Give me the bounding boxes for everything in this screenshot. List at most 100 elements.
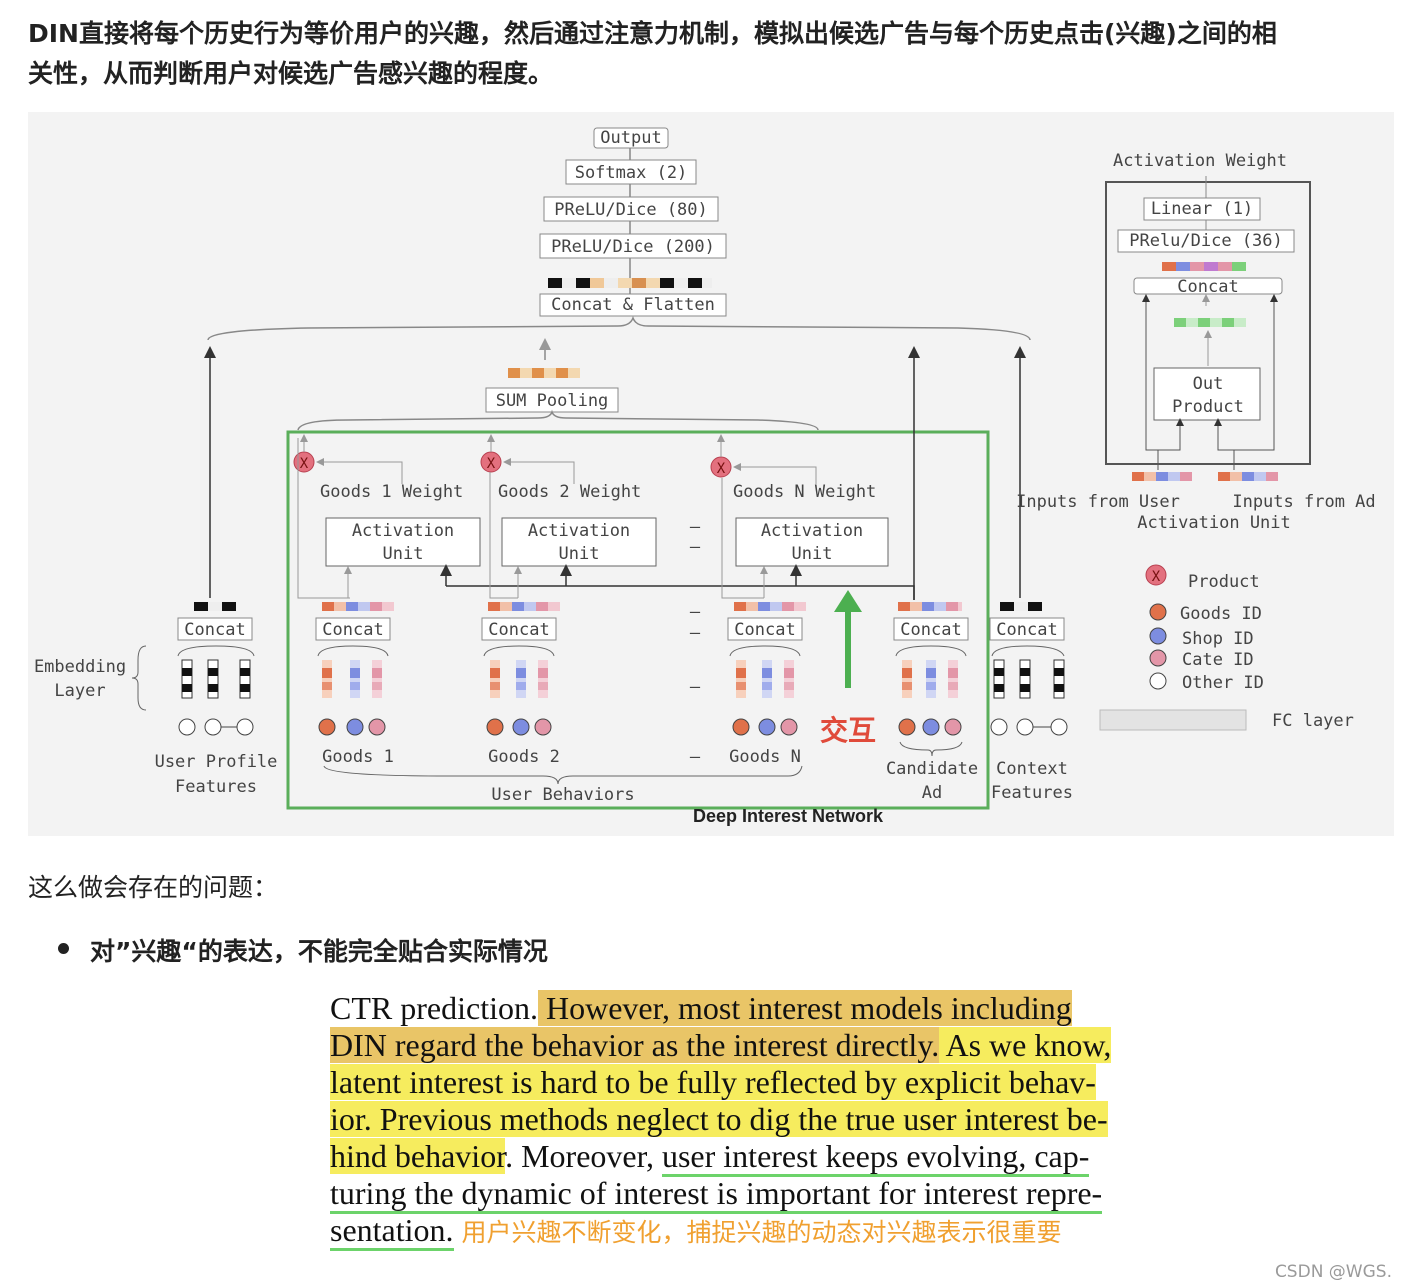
embedding-label-2: Layer (54, 681, 105, 701)
svg-text:Activation: Activation (761, 521, 863, 541)
svg-text:Concat: Concat (734, 620, 795, 640)
svg-text:PRelu/Dice (36): PRelu/Dice (36) (1129, 231, 1283, 251)
svg-text:Activation: Activation (352, 521, 454, 541)
context-features-group: Concat Context Features (989, 602, 1073, 803)
excerpt-line-3: latent interest is hard to be fully refl… (330, 1064, 1096, 1100)
user-profile-label-1: User Profile (155, 752, 278, 772)
din-architecture-figure: Output Softmax (2) PReLU/Dice (80) PReLU… (28, 112, 1394, 836)
user-behaviors-label: User Behaviors (491, 785, 634, 805)
intro-line-1: DIN直接将每个历史行为等价用户的兴趣，然后通过注意力机制，模拟出候选广告与每个… (28, 19, 1277, 48)
prelu-80-label: PReLU/Dice (80) (554, 200, 708, 220)
au-caption: Activation Unit (1137, 513, 1291, 533)
goods-n-group: Concat Goods N (727, 602, 806, 767)
legend-cate-icon (1149, 649, 1167, 667)
context-label-1: Context (996, 759, 1068, 779)
svg-text:Unit: Unit (383, 544, 424, 564)
intro-line-2: 关性，从而判断用户对候选广告感兴趣的程度。 (28, 59, 554, 88)
goods-1-group: Concat Goods 1 (315, 602, 394, 767)
activation-unit-detail: Activation Weight Linear (1) PRelu/Dice … (1016, 151, 1376, 533)
user-behaviors-box (286, 430, 990, 810)
prelu-200-label: PReLU/Dice (200) (551, 237, 715, 257)
chinese-annotation: 用户兴趣不断变化，捕捉兴趣的动态对兴趣表示很重要 (461, 1218, 1062, 1247)
figure-caption: Deep Interest Network (693, 806, 884, 826)
softmax-label: Softmax (2) (575, 163, 688, 183)
sum-pooling-label: SUM Pooling (496, 391, 609, 411)
svg-text:Shop ID: Shop ID (1182, 629, 1254, 649)
excerpt-line-5: hind behavior. Moreover, user interest k… (330, 1138, 1090, 1177)
activation-unit-1: Activation Unit (325, 517, 481, 567)
goods-2-label: Goods 2 (488, 747, 560, 767)
bullet-text: 对”兴趣“的表达，不能完全贴合实际情况 (90, 937, 548, 966)
bullet-item: 对”兴趣“的表达，不能完全贴合实际情况 (58, 932, 548, 968)
concat-flatten-label: Concat & Flatten (551, 295, 715, 315)
ellipsis-dash: – (690, 537, 701, 557)
svg-text:Other ID: Other ID (1182, 673, 1264, 693)
intro-paragraph: DIN直接将每个历史行为等价用户的兴趣，然后通过注意力机制，模拟出候选广告与每个… (28, 14, 1388, 94)
svg-text:Product: Product (1188, 572, 1260, 592)
legend-shop-icon (1149, 627, 1167, 645)
bullet-dot (58, 943, 69, 954)
svg-text:Concat: Concat (322, 620, 383, 640)
sum-pooling-vector (508, 368, 580, 378)
svg-text:Out: Out (1193, 374, 1224, 394)
au-inputs-user: Inputs from User (1016, 492, 1180, 512)
svg-text:X: X (487, 456, 496, 472)
legend-other-icon (1149, 672, 1167, 690)
svg-text:X: X (1152, 569, 1161, 585)
goods-n-weight-label: Goods N Weight (733, 482, 876, 502)
svg-text:Concat: Concat (1177, 277, 1238, 297)
goods-1-label: Goods 1 (322, 747, 394, 767)
output-label: Output (600, 128, 661, 148)
user-profile-label-2: Features (175, 777, 257, 797)
legend: X Product Goods ID Shop ID Cate ID Other… (1099, 564, 1354, 731)
goods-2-weight-label: Goods 2 Weight (498, 482, 641, 502)
svg-text:X: X (300, 456, 309, 472)
excerpt-line-1: CTR prediction. However, most interest m… (330, 990, 1072, 1026)
ellipsis-dash: – (690, 517, 701, 537)
problems-heading: 这么做会存在的问题： (28, 873, 279, 902)
excerpt-line-7: sentation. 用户兴趣不断变化，捕捉兴趣的动态对兴趣表示很重要 (330, 1212, 1062, 1251)
svg-text:X: X (717, 461, 726, 477)
au-inputs-ad: Inputs from Ad (1232, 492, 1375, 512)
paper-excerpt: CTR prediction. However, most interest m… (324, 986, 1162, 1254)
legend-fc-swatch (1099, 709, 1247, 731)
excerpt-line-2: DIN regard the behavior as the interest … (330, 1027, 1112, 1063)
excerpt-line-6: turing the dynamic of interest is import… (330, 1175, 1103, 1214)
svg-text:Concat: Concat (488, 620, 549, 640)
product-x-icon: X (293, 451, 315, 473)
ellipsis-dash: – (690, 677, 701, 697)
svg-text:Goods ID: Goods ID (1180, 604, 1262, 624)
user-profile-group: Concat User Profile Features (155, 602, 278, 797)
ellipsis-dash: – (690, 623, 701, 643)
candidate-ad-group: Concat Candidate Ad (886, 602, 978, 803)
svg-text:Product: Product (1172, 397, 1244, 417)
svg-text:Concat: Concat (184, 620, 245, 640)
svg-text:Concat: Concat (996, 620, 1057, 640)
embedding-label-1: Embedding (34, 657, 126, 677)
ellipsis-dash: – (690, 747, 701, 767)
svg-text:Activation: Activation (528, 521, 630, 541)
product-x-icon: X (710, 456, 732, 478)
legend-goods-icon (1149, 603, 1167, 621)
goods-n-label: Goods N (729, 747, 801, 767)
svg-text:Unit: Unit (559, 544, 600, 564)
interaction-label: 交互 (820, 714, 876, 747)
product-x-icon: X (480, 451, 502, 473)
concat-flatten-vector (548, 278, 712, 288)
ellipsis-dash: – (690, 602, 701, 622)
activation-unit-2: Activation Unit (501, 517, 657, 567)
svg-text:FC layer: FC layer (1272, 711, 1354, 731)
context-label-2: Features (991, 783, 1073, 803)
au-title: Activation Weight (1113, 151, 1287, 171)
goods-2-group: Concat Goods 2 (481, 602, 560, 767)
activation-unit-n: Activation Unit (735, 517, 889, 567)
candidate-ad-label-2: Ad (922, 783, 942, 803)
interaction-arrowhead (834, 590, 862, 612)
svg-text:Concat: Concat (900, 620, 961, 640)
svg-text:Linear (1): Linear (1) (1151, 199, 1253, 219)
legend-product-icon: X (1145, 564, 1167, 586)
watermark: CSDN @WGS. (1274, 1262, 1392, 1282)
excerpt-line-4: ior. Previous methods neglect to dig the… (330, 1101, 1108, 1137)
svg-text:Unit: Unit (792, 544, 833, 564)
candidate-ad-label-1: Candidate (886, 759, 978, 779)
